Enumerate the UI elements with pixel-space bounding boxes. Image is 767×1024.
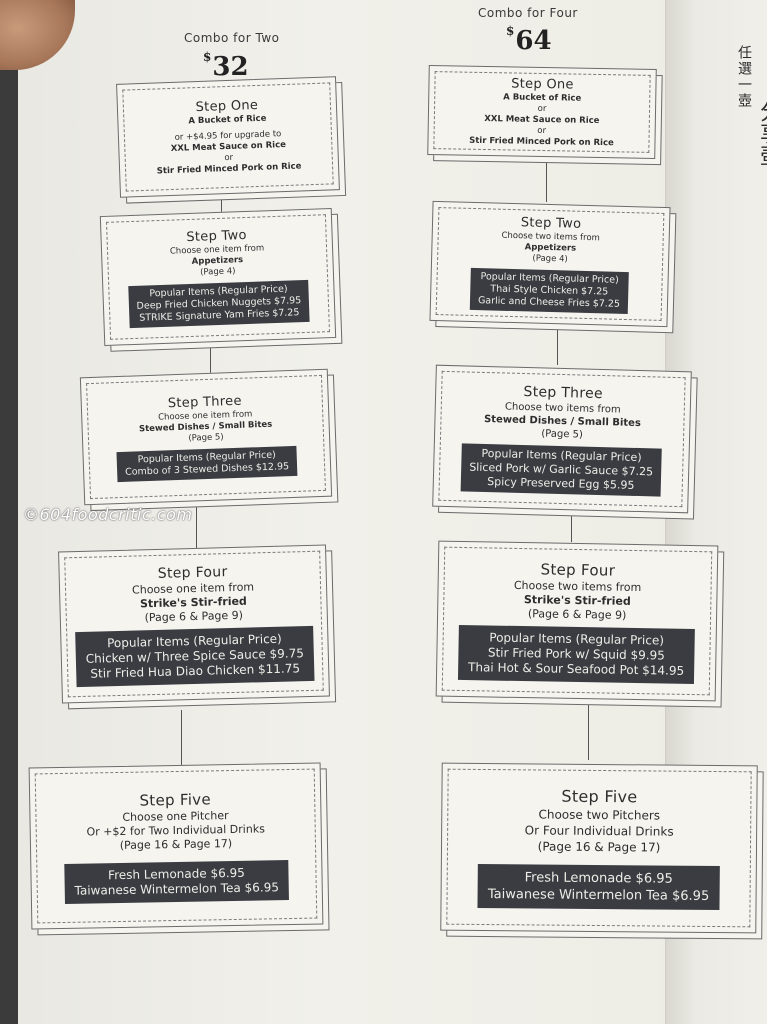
step-line: (Page 4): [532, 253, 568, 265]
step-line: (Page 5): [541, 427, 584, 441]
popular-items-box: Popular Items (Regular Price) Combo of 3…: [116, 445, 298, 483]
connector-line: [221, 190, 222, 230]
watermark: ©604foodcritic.com: [23, 505, 193, 524]
combo-four-step-two-card: Step Two Choose two items from Appetizer…: [429, 200, 671, 328]
step-line: Choose two Pitchers: [538, 807, 661, 823]
step-line: or: [224, 152, 234, 164]
combo-two-step-five-card: Step Five Choose one Pitcher Or +$2 for …: [28, 762, 324, 930]
connector-line: [546, 156, 547, 202]
step-line: (Page 16 & Page 17): [119, 836, 233, 852]
connector-line: [588, 700, 589, 760]
step-title: Step Three: [523, 383, 604, 402]
step-title: Step Four: [540, 559, 616, 580]
connector-line: [571, 512, 572, 542]
side-page-small-text: 任選一壺: [736, 45, 752, 109]
connector-line: [196, 500, 197, 552]
combo-four-step-four-card: Step Four Choose two items from Strike's…: [435, 540, 719, 702]
currency-symbol: $: [506, 24, 515, 38]
combo-four-step-three-card: Step Three Choose two items from Stewed …: [432, 364, 692, 514]
currency-symbol: $: [203, 50, 212, 64]
connector-line: [210, 342, 211, 387]
step-line: (Page 16 & Page 17): [537, 839, 661, 855]
popular-items-box: Popular Items (Regular Price) Chicken w/…: [75, 625, 315, 687]
step-line: A Bucket of Rice: [503, 91, 582, 104]
combo-four-price: $64: [506, 24, 552, 56]
step-line: or: [537, 125, 547, 136]
step-line: Stir Fried Minced Pork on Rice: [156, 161, 302, 177]
step-title: Step Two: [186, 227, 248, 246]
step-title: Step Four: [157, 563, 228, 582]
step-line: Or Four Individual Drinks: [524, 823, 674, 839]
popular-items-box: Popular Items (Regular Price) Thai Style…: [469, 267, 629, 315]
connector-line: [181, 710, 182, 770]
box-line: Taiwanese Wintermelon Tea $6.95: [74, 879, 280, 898]
step-line: (Page 6 & Page 9): [527, 606, 627, 622]
step-line: or: [537, 103, 547, 114]
side-page-big-text: 分享壺: [756, 100, 767, 166]
step-line: (Page 4): [199, 266, 236, 278]
combo-two-step-three-card: Step Three Choose one item from Stewed D…: [79, 368, 333, 506]
box-line: Thai Hot & Sour Seafood Pot $14.95: [467, 659, 685, 678]
popular-items-box: Popular Items (Regular Price) Sliced Por…: [460, 442, 662, 497]
step-line: Or +$2 for Two Individual Drinks: [86, 821, 265, 839]
combo-four-title: Combo for Four: [478, 6, 578, 20]
step-title: Step Two: [520, 215, 582, 232]
combo-two-step-four-card: Step Four Choose one item from Strike's …: [58, 544, 330, 704]
connector-line: [557, 325, 558, 365]
combo-two-step-one-card: Step One A Bucket of Rice or +$4.95 for …: [116, 76, 340, 198]
step-title: Step One: [195, 97, 259, 116]
popular-items-box: Fresh Lemonade $6.95 Taiwanese Wintermel…: [64, 859, 290, 904]
popular-items-box: Popular Items (Regular Price) Stir Fried…: [457, 624, 695, 684]
step-line: Stir Fried Minced Pork on Rice: [469, 135, 614, 148]
step-title: Step Five: [139, 789, 212, 810]
box-line: Taiwanese Wintermelon Tea $6.95: [487, 887, 710, 904]
combo-two-price: $32: [203, 50, 249, 82]
step-title: Step Five: [561, 786, 638, 807]
step-line: (Page 6 & Page 9): [144, 608, 244, 624]
combo-two-step-two-card: Step Two Choose one item from Appetizers…: [99, 207, 337, 347]
box-line: Fresh Lemonade $6.95: [524, 870, 673, 887]
combo-four-step-one-card: Step One A Bucket of Rice or XXL Meat Sa…: [427, 65, 657, 159]
popular-items-box: Fresh Lemonade $6.95 Taiwanese Wintermel…: [477, 863, 720, 911]
step-line: A Bucket of Rice: [188, 113, 267, 127]
step-title: Step Three: [167, 393, 243, 412]
popular-items-box: Popular Items (Regular Price) Deep Fried…: [127, 279, 310, 329]
price-value: 32: [212, 52, 249, 82]
box-line: Garlic and Cheese Fries $7.25: [477, 295, 621, 310]
combo-four-step-five-card: Step Five Choose two Pitchers Or Four In…: [440, 762, 758, 934]
step-line: (Page 5): [188, 432, 224, 444]
step-title: Step One: [511, 75, 574, 93]
price-value: 64: [515, 26, 552, 56]
combo-two-title: Combo for Two: [184, 31, 280, 45]
